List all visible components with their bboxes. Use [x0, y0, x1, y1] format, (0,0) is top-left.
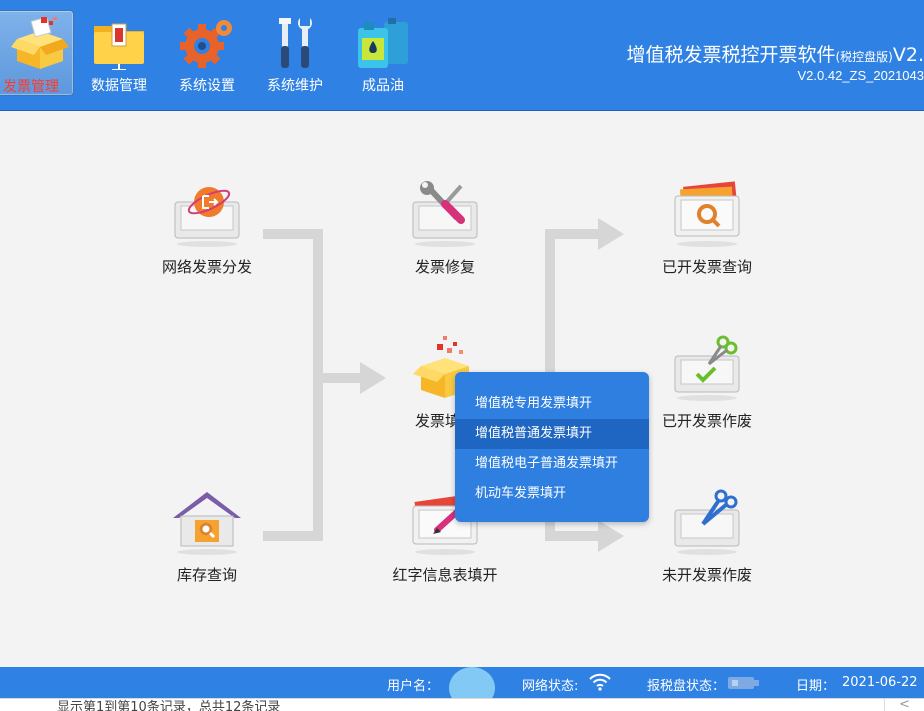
invoice-box-icon — [11, 17, 69, 69]
tax-disk-status-label: 报税盘状态： — [647, 679, 726, 694]
menu-item-vat-general-invoice[interactable]: 增值税普通发票填开 — [455, 419, 649, 449]
nav-data-management[interactable]: 数据管理 — [76, 10, 162, 96]
tile-label: 发票修复 — [414, 258, 475, 276]
top-toolbar: 发票管理 数据管理 — [0, 0, 924, 111]
nav-system-maintenance[interactable]: 系统维护 — [252, 10, 338, 96]
tile-invoice-repair[interactable]: 发票修复 — [370, 180, 520, 278]
network-status-label: 网络状态: — [522, 679, 579, 694]
app-title-main: 增值税发票税控开票软件 — [626, 44, 836, 66]
tile-unissued-invoice-void[interactable]: 未开发票作废 — [632, 488, 782, 586]
main-panel: 网络发票分发 发票修复 已开发票查询 — [0, 112, 924, 667]
tools-icon — [279, 18, 312, 68]
date-label: 日期： — [796, 679, 836, 694]
nav-label: 成品油 — [362, 78, 404, 94]
table-footer: 显示第1到第10条记录，总共12条记录 < — [0, 698, 924, 711]
tile-label: 已开发票作废 — [661, 412, 752, 430]
tile-issued-invoice-query[interactable]: 已开发票查询 — [632, 180, 782, 278]
pager-prev-button[interactable]: < — [884, 699, 924, 711]
nav-label: 发票管理 — [3, 79, 59, 95]
network-export-icon — [174, 187, 240, 247]
nav-system-settings[interactable]: 系统设置 — [164, 10, 250, 96]
invoice-fill-popup-menu: 增值税专用发票填开 增值税普通发票填开 增值税电子普通发票填开 机动车发票填开 — [455, 372, 649, 522]
search-invoice-icon — [674, 181, 740, 247]
scissors-check-icon — [674, 335, 740, 401]
menu-item-vat-electronic-invoice[interactable]: 增值税电子普通发票填开 — [475, 456, 619, 471]
tile-label: 库存查询 — [176, 566, 237, 584]
scissors-blank-icon — [674, 489, 740, 555]
gear-icon — [180, 20, 232, 68]
menu-item-motor-vehicle-invoice[interactable]: 机动车发票填开 — [475, 486, 567, 501]
folder-icon — [94, 23, 144, 70]
tax-disk-icon — [728, 677, 759, 689]
wifi-icon — [589, 673, 611, 691]
app-title: 增值税发票税控开票软件(税控盘版)V2. — [626, 40, 924, 67]
user-label: 用户名： — [387, 679, 440, 694]
tile-issued-invoice-void[interactable]: 已开发票作废 — [632, 334, 782, 432]
tile-label: 网络发票分发 — [161, 258, 252, 276]
app-title-suffix: V2. — [892, 44, 924, 66]
menu-item-vat-special-invoice[interactable]: 增值税专用发票填开 — [475, 396, 593, 411]
tile-label: 未开发票作废 — [661, 566, 752, 584]
house-search-icon — [173, 492, 241, 555]
tile-label: 已开发票查询 — [661, 258, 752, 276]
status-bar: 用户名： 网络状态: 报税盘状态： 日期： 2021-06-22 — [0, 667, 924, 709]
tile-label: 红字信息表填开 — [392, 566, 498, 584]
tile-network-invoice-distribution[interactable]: 网络发票分发 — [132, 180, 282, 278]
app-version: V2.0.42_ZS_2021043 — [797, 68, 924, 83]
tile-inventory-query[interactable]: 库存查询 — [132, 488, 282, 586]
wrench-screwdriver-icon — [412, 181, 478, 247]
nav-label: 数据管理 — [91, 78, 147, 94]
nav-invoice-management[interactable]: 发票管理 — [0, 10, 74, 96]
date-value: 2021-06-22 — [842, 675, 918, 690]
nav-label: 系统设置 — [179, 78, 235, 94]
oil-can-icon — [358, 18, 408, 68]
nav-refined-oil[interactable]: 成品油 — [340, 10, 426, 96]
record-count-info: 显示第1到第10条记录，总共12条记录 — [57, 700, 281, 711]
nav-label: 系统维护 — [267, 78, 323, 94]
app-edition: (税控盘版) — [835, 50, 893, 64]
